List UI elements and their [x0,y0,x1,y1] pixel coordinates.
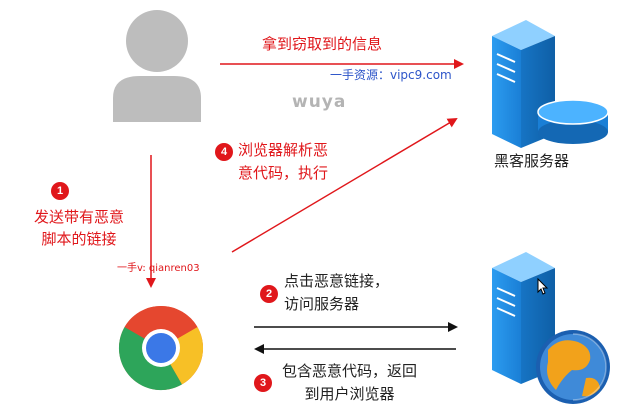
step4-badge: 4 [215,143,233,161]
step3-label: 包含恶意代码，返回 到用户浏览器 [282,362,418,403]
chrome-browser-icon [118,305,204,391]
globe-icon [536,330,610,404]
execute-code-arrow [231,117,458,253]
attacker-user-icon [113,10,201,122]
watermark-source: 一手资源：vipc9.com [330,68,452,82]
cursor-icon [537,277,549,295]
step2-badge: 2 [260,285,278,303]
step3-badge: 3 [254,374,272,392]
web-server-icon [492,252,610,404]
step1-label: 发送带有恶意 脚本的链接 [34,208,125,248]
steal-info-label: 拿到窃取到的信息 [262,35,383,53]
watermark-qianren: 一手v: qianren03 [117,263,200,274]
step4-label: 浏览器解析恶 意代码，执行 [238,141,329,182]
watermark-wuya: wuya [292,92,347,112]
step2-label: 点击恶意链接， 访问服务器 [284,272,390,313]
step1-badge: 1 [51,182,69,200]
hacker-server-label: 黑客服务器 [494,152,570,170]
hacker-server-icon [492,20,609,148]
